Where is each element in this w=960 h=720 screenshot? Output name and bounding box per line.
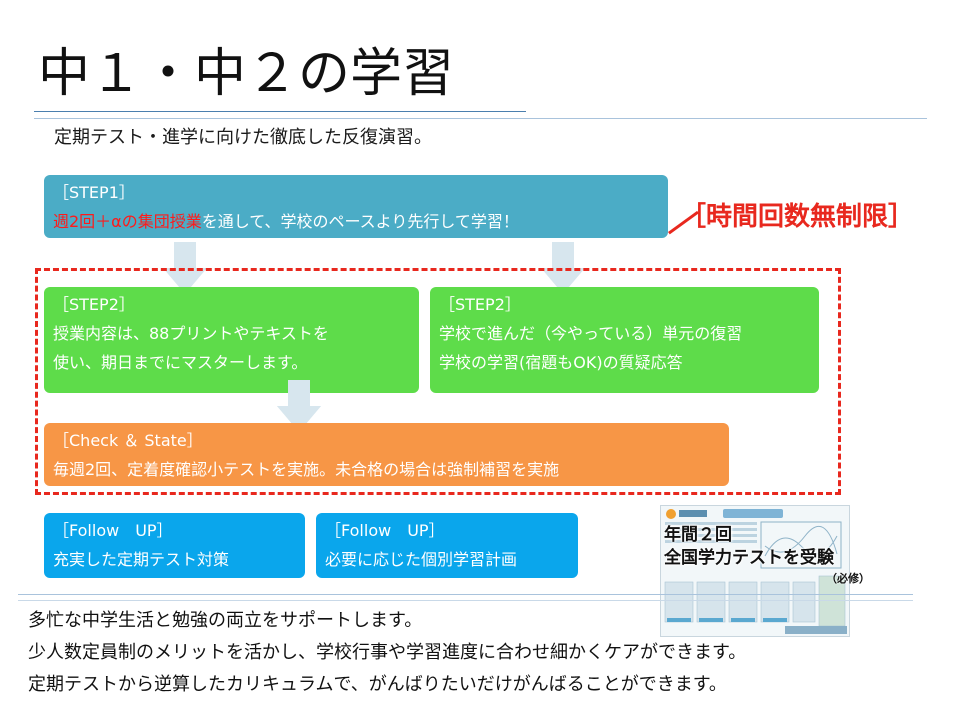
step1-heading: ［STEP1］	[53, 183, 135, 202]
pamphlet-line1: 年間２回	[664, 525, 732, 545]
followup-box-test: ［Follow UP］ 充実した定期テスト対策	[44, 513, 305, 578]
page-title: 中１・中２の学習	[38, 44, 455, 104]
page-subtitle: 定期テスト・進学に向けた徹底した反復演習。	[54, 127, 432, 148]
followup-plan-line1: 必要に応じた個別学習計画	[325, 550, 518, 569]
step1-box: ［STEP1］ 週2回＋αの集団授業を通して、学校のペースより先行して学習！	[44, 175, 668, 238]
followup-box-plan: ［Follow UP］ 必要に応じた個別学習計画	[316, 513, 578, 578]
down-arrow-icon	[277, 380, 321, 432]
bottom-text-line-1: 多忙な中学生活と勉強の両立をサポートします。	[28, 610, 423, 631]
step1-rest: を通して、学校のペースより先行して学習！	[201, 212, 519, 231]
step2-school-line1: 学校で進んだ（今やっている）単元の復習	[439, 324, 743, 343]
followup-test-line1: 充実した定期テスト対策	[53, 550, 230, 569]
followup-plan-heading: ［Follow UP］	[325, 521, 445, 540]
pamphlet-illustration	[661, 506, 849, 636]
pamphlet-line2: 全国学力テストを受験	[664, 548, 834, 568]
pamphlet-required-note: （必修）	[826, 572, 870, 585]
step2-class-line2: 使い、期日までにマスターします。	[53, 353, 308, 372]
step1-text: 週2回＋αの集団授業を通して、学校のペースより先行して学習！	[53, 207, 659, 236]
step1-highlight: 週2回＋αの集団授業	[53, 212, 202, 231]
followup-test-heading: ［Follow UP］	[53, 521, 173, 540]
bottom-text-line-3: 定期テストから逆算したカリキュラムで、がんばりたいだけがんばることができます。	[28, 674, 727, 695]
bottom-divider-thin	[18, 600, 913, 601]
unlimited-callout: ［時間回数無制限］	[680, 202, 915, 232]
step2-box-class: ［STEP2］ 授業内容は、88プリントやテキストを 使い、期日までにマスターし…	[44, 287, 419, 393]
step2-class-line1: 授業内容は、88プリントやテキストを	[53, 324, 329, 343]
step2-class-heading: ［STEP2］	[53, 295, 135, 314]
title-underline-thin	[34, 118, 927, 119]
check-state-line1: 毎週2回、定着度確認小テストを実施。未合格の場合は強制補習を実施	[53, 460, 560, 479]
check-state-box: ［Check ＆ State］ 毎週2回、定着度確認小テストを実施。未合格の場合…	[44, 423, 729, 486]
test-pamphlet-image	[660, 505, 850, 637]
step2-school-heading: ［STEP2］	[439, 295, 521, 314]
title-underline	[34, 111, 526, 112]
unlimited-frame	[35, 268, 841, 495]
bottom-divider	[18, 594, 913, 595]
step2-school-line2: 学校の学習(宿題もOK)の質疑応答	[439, 353, 683, 372]
bottom-text-line-2: 少人数定員制のメリットを活かし、学校行事や学習進度に合わせ細かくケアができます。	[28, 642, 747, 663]
pamphlet-caption: 年間２回 全国学力テストを受験	[664, 524, 834, 570]
step2-box-school: ［STEP2］ 学校で進んだ（今やっている）単元の復習 学校の学習(宿題もOK)…	[430, 287, 819, 393]
check-state-heading: ［Check ＆ State］	[53, 431, 203, 450]
